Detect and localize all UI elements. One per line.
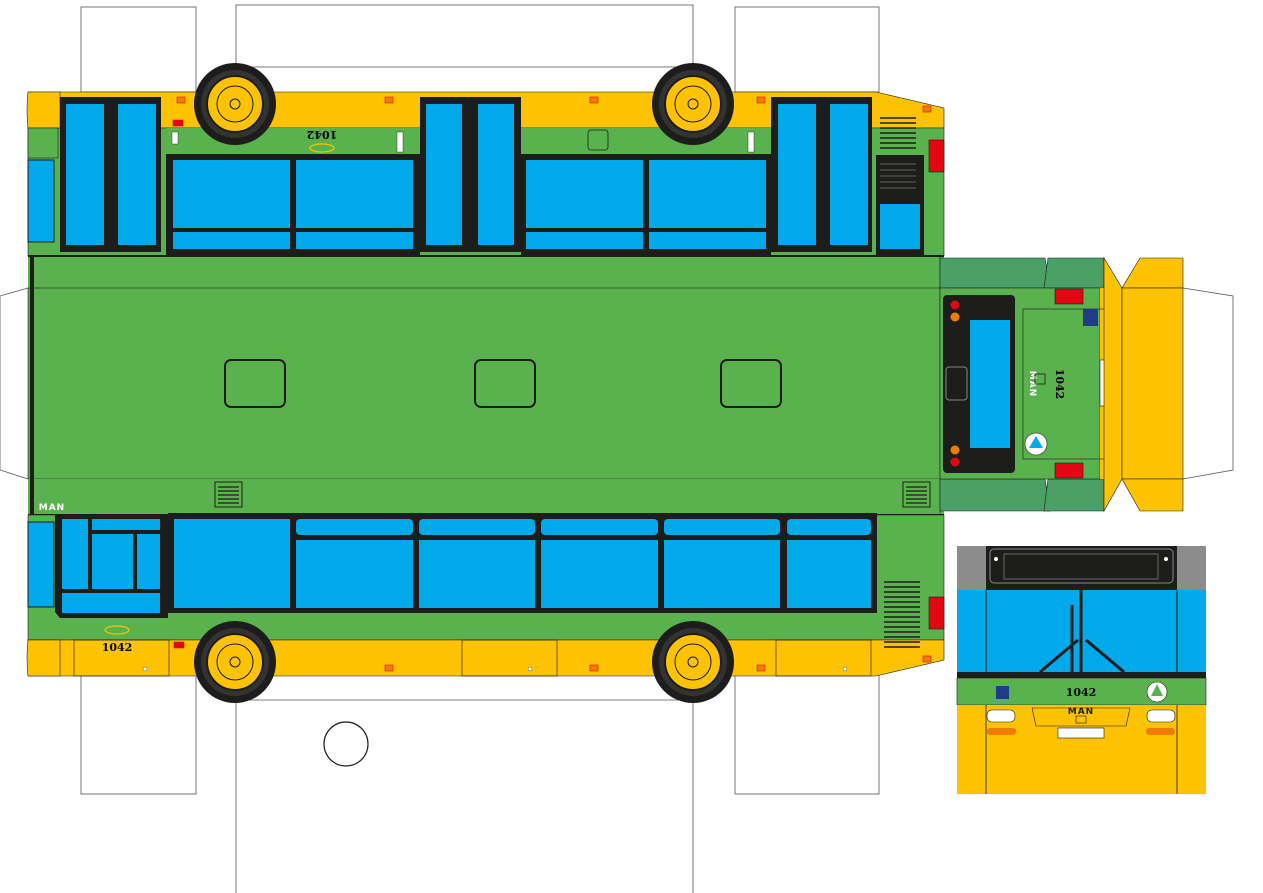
front-end-panel: 1042 MAN — [956, 546, 1207, 794]
top-side-panel: 1042 MAN — [26, 91, 945, 281]
roof-hatch-3 — [720, 359, 782, 408]
assembly-circle-mark — [323, 721, 369, 767]
roof-panel: MAN — [27, 255, 945, 516]
glue-tab-right — [1182, 287, 1234, 480]
fleet-number-bottom: 1042 — [102, 641, 133, 654]
rear-light-bottom — [928, 596, 945, 630]
wheelchair-icon — [996, 686, 1009, 699]
window-block-1-top — [166, 128, 420, 255]
rear-light-top — [928, 139, 945, 173]
headlight-right — [1146, 709, 1176, 723]
roof-hatch-1 — [224, 359, 286, 408]
front-fleet-number: 1042 — [1066, 686, 1097, 699]
wheels — [194, 63, 734, 703]
glue-tab-bottom-right — [734, 671, 880, 795]
bottom-side-panel: 1042 — [26, 513, 945, 677]
door-front-bottom — [55, 515, 168, 618]
tree-logo-icon — [1024, 432, 1048, 456]
engine-grille-top — [876, 117, 924, 255]
fleet-number-top: 1042 — [307, 128, 338, 141]
indicator-right — [1146, 728, 1175, 735]
roof-vent-1 — [214, 481, 243, 508]
front-brand-label: MAN — [1068, 707, 1094, 717]
city-logo-icon — [1083, 309, 1098, 326]
rear-fleet-number: 1042 — [1053, 369, 1066, 400]
glue-tab-top-right — [734, 6, 880, 93]
rear-end-panel: MAN 1042 — [939, 256, 1184, 513]
glue-tab-bottom-left — [80, 671, 197, 795]
tree-logo-icon — [1146, 681, 1168, 703]
windscreen-wipers — [1039, 590, 1125, 675]
indicator-left — [987, 728, 1016, 735]
wheel-icon — [194, 63, 276, 145]
roof-vent-2 — [902, 481, 931, 508]
door-middle-top — [420, 97, 521, 252]
wheel-icon — [652, 621, 734, 703]
brand-label-bottom: MAN — [39, 503, 65, 513]
wheel-icon — [652, 63, 734, 145]
side-markers-bottom — [173, 641, 932, 672]
door-front-top — [60, 97, 161, 252]
city-logo-icon — [104, 625, 130, 635]
window-block-2-top — [521, 128, 771, 255]
rear-brand-label: MAN — [1027, 371, 1037, 397]
engine-grille-bottom — [884, 581, 920, 648]
wheel-icon — [194, 621, 276, 703]
destination-display-front — [1003, 553, 1159, 580]
gear-logo-icon — [1075, 715, 1087, 724]
gear-logo-icon — [1034, 373, 1046, 385]
glue-tab-bottom-middle — [235, 699, 694, 893]
glue-tab-top-middle — [235, 4, 694, 68]
door-rear-top — [771, 97, 872, 252]
roof-hatch-2 — [474, 359, 536, 408]
glue-tabs — [0, 4, 1234, 893]
city-logo-icon — [309, 143, 335, 153]
side-markers-top — [172, 96, 932, 127]
front-licence-plate — [1057, 727, 1105, 739]
glue-tab-top-left — [80, 6, 197, 93]
window-row-bottom — [168, 513, 877, 613]
headlight-left — [986, 709, 1016, 723]
glue-tab-left — [0, 287, 29, 480]
